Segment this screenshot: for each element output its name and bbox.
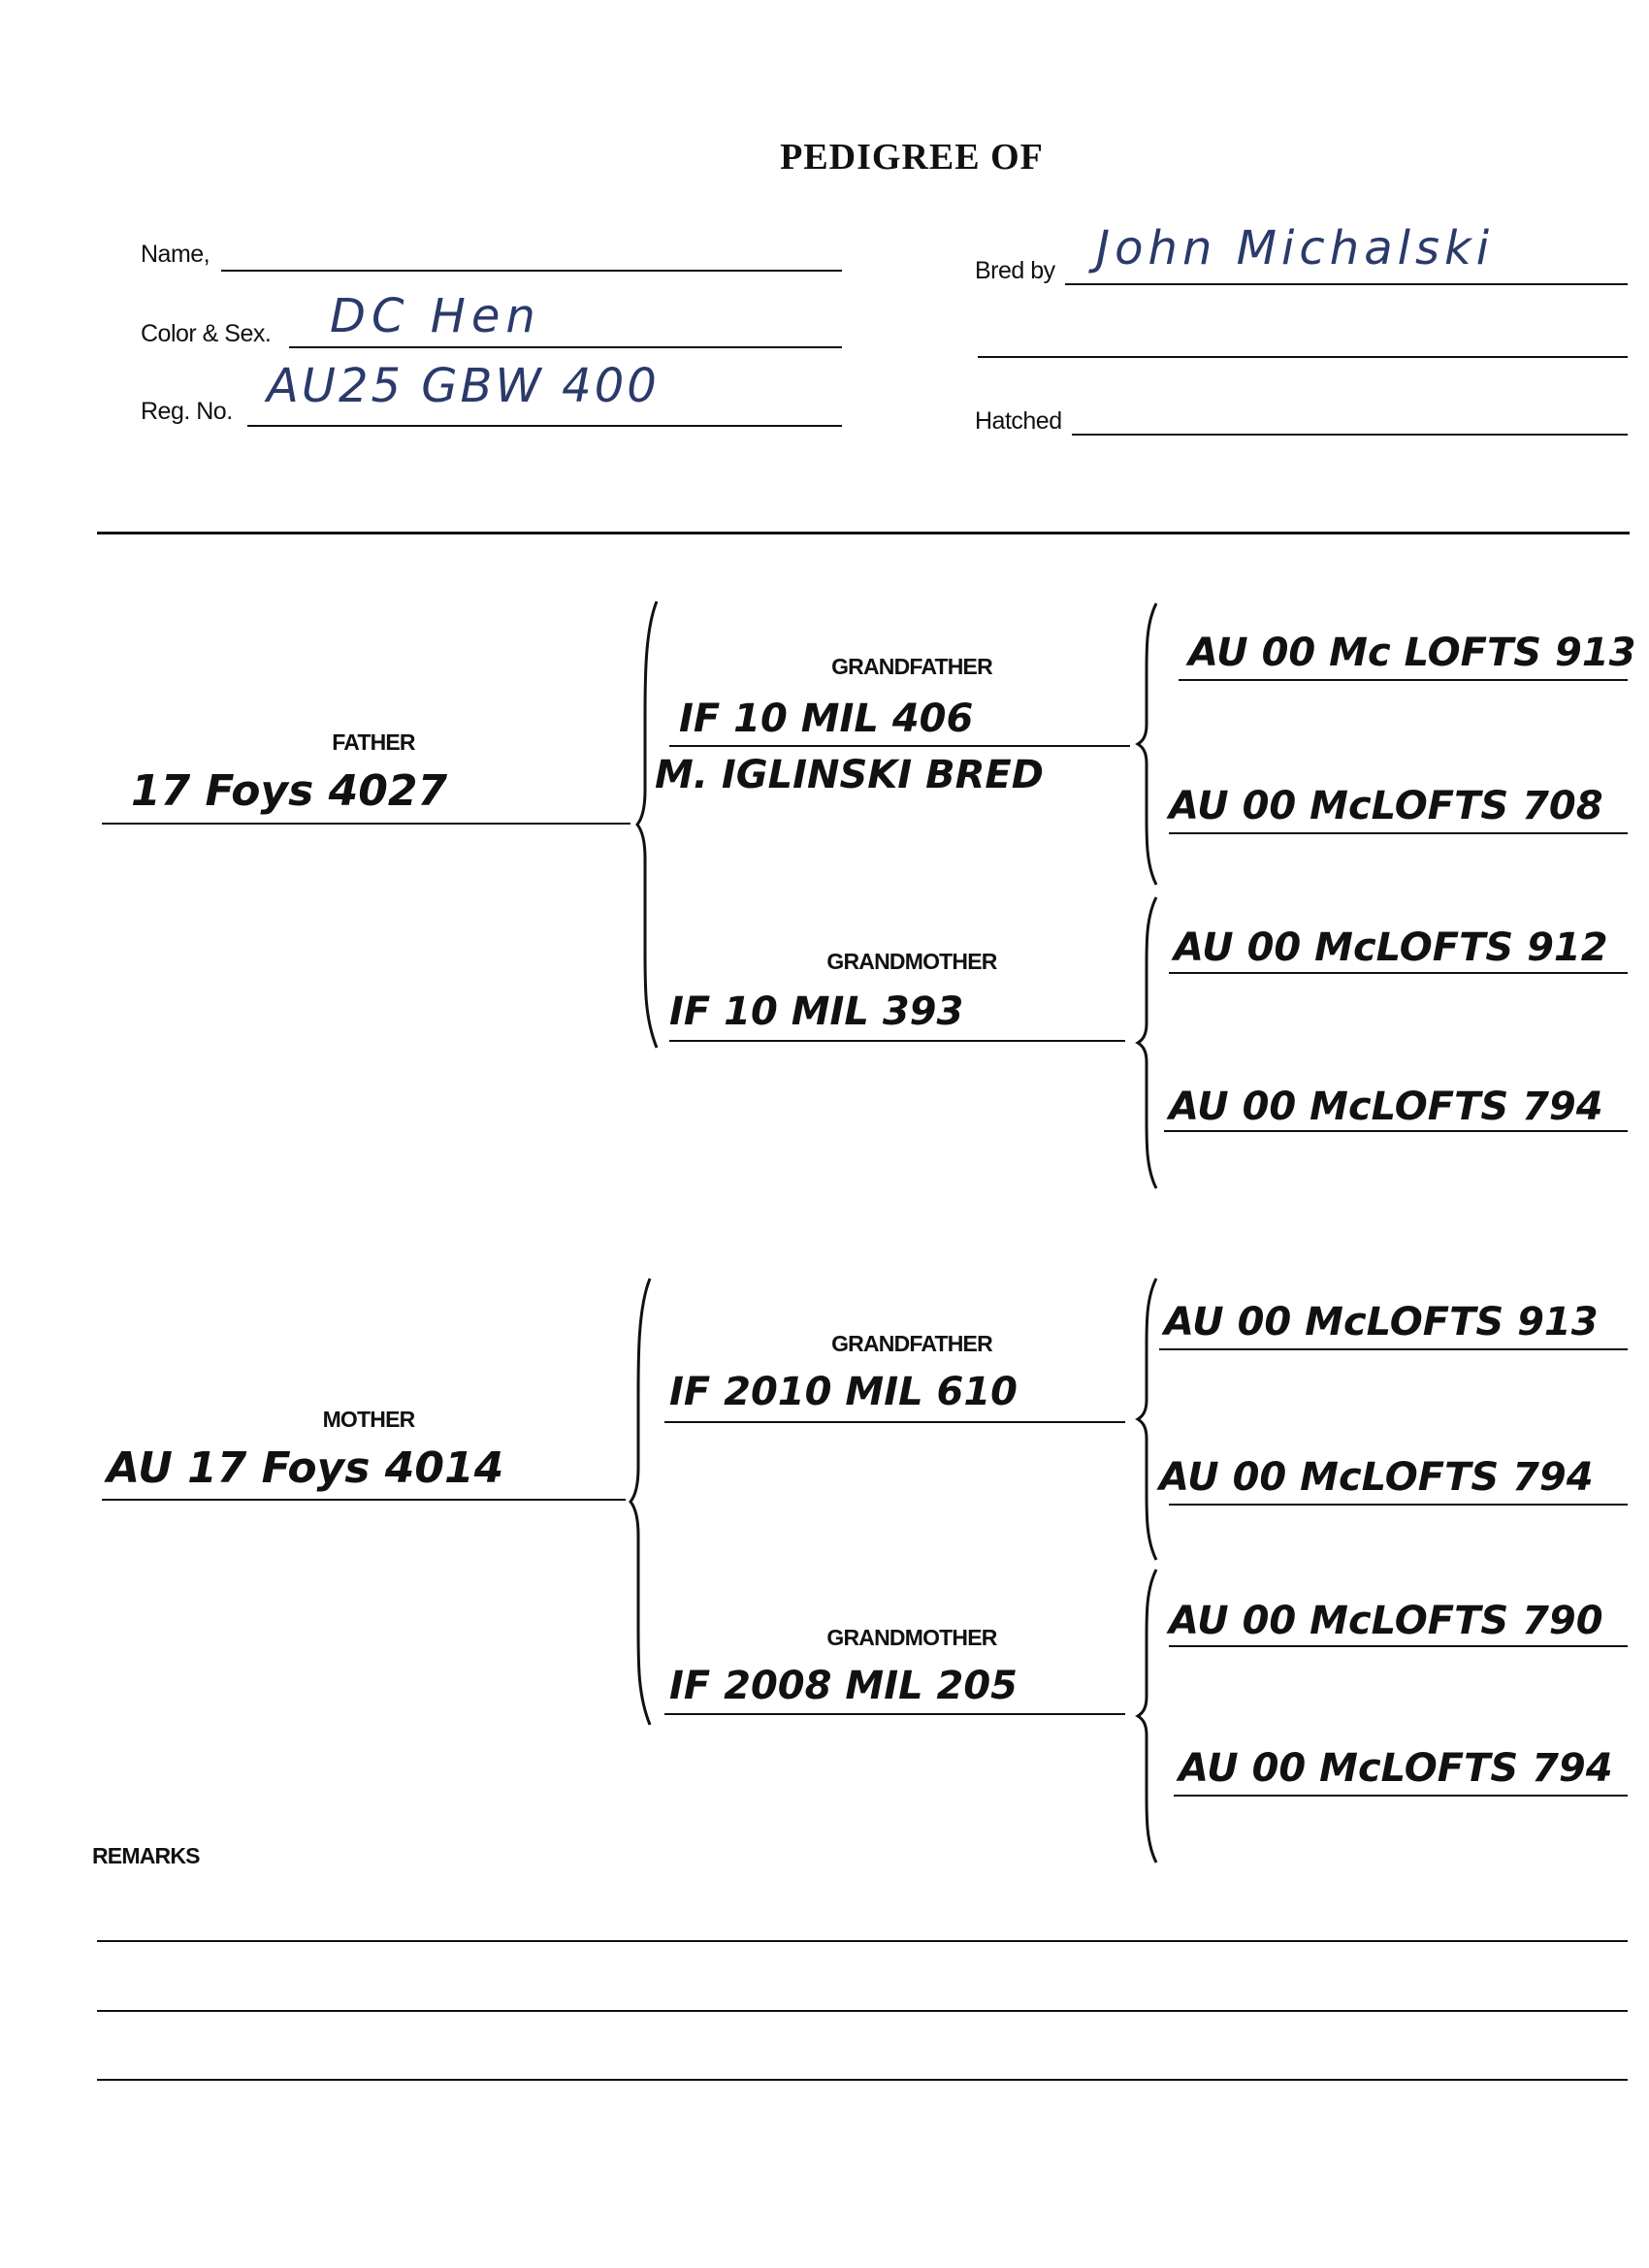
sire-grandfather-note: M. IGLINSKI BRED — [655, 753, 1044, 797]
dam-great-grandparent-2-line — [1169, 1504, 1628, 1506]
dam-grandmother-bracket — [1135, 1569, 1158, 1863]
color-sex-line — [289, 346, 842, 348]
document-title: PEDIGREE OF — [780, 137, 1044, 178]
sire-grandmother-label: GRANDMOTHER — [826, 949, 997, 974]
sire-great-grandparent-3: AU 00 McLOFTS 912 — [1174, 925, 1608, 970]
color-sex-label: Color & Sex. — [141, 320, 272, 347]
dam-great-grandparent-4: AU 00 McLOFTS 794 — [1179, 1746, 1613, 1791]
hatched-line — [1072, 434, 1628, 436]
bred-by-label: Bred by — [975, 257, 1055, 284]
dam-great-grandparent-1: AU 00 McLOFTS 913 — [1164, 1300, 1599, 1345]
dam-great-grandparent-4-line — [1174, 1795, 1628, 1797]
sire-grandmother-bracket — [1135, 896, 1158, 1189]
dam-grandmother-value: IF 2008 MIL 205 — [669, 1664, 1018, 1708]
header-divider — [97, 532, 1630, 535]
color-sex-value: DC Hen — [330, 289, 541, 343]
mother-bracket — [629, 1278, 652, 1726]
remarks-label: REMARKS — [92, 1843, 200, 1868]
sire-great-grandparent-2: AU 00 McLOFTS 708 — [1169, 784, 1603, 828]
mother-line — [102, 1499, 626, 1501]
dam-grandfather-value: IF 2010 MIL 610 — [669, 1370, 1018, 1414]
dam-great-grandparent-3-line — [1169, 1645, 1628, 1647]
name-line — [221, 270, 842, 272]
dam-grandfather-line — [664, 1421, 1125, 1423]
father-label: FATHER — [332, 729, 415, 755]
reg-no-value: AU25 GBW 400 — [267, 359, 660, 413]
sire-grandfather-label: GRANDFATHER — [831, 654, 993, 679]
mother-label: MOTHER — [322, 1407, 416, 1432]
hatched-label: Hatched — [975, 407, 1062, 435]
reg-no-line — [247, 425, 842, 427]
sire-great-grandparent-2-line — [1169, 832, 1628, 834]
bred-by-line — [1065, 283, 1628, 285]
sire-great-grandparent-4: AU 00 McLOFTS 794 — [1169, 1085, 1603, 1129]
father-bracket — [635, 600, 659, 1049]
reg-no-label: Reg. No. — [141, 398, 233, 425]
sire-grandfather-bracket — [1135, 602, 1158, 886]
dam-grandfather-label: GRANDFATHER — [831, 1331, 993, 1356]
dam-great-grandparent-2: AU 00 McLOFTS 794 — [1159, 1455, 1594, 1500]
sire-great-grandparent-4-line — [1164, 1130, 1628, 1132]
sire-grandfather-line — [669, 745, 1130, 747]
bred-by-address-line — [978, 356, 1628, 358]
sire-grandmother-value: IF 10 MIL 393 — [669, 989, 964, 1034]
dam-great-grandparent-3: AU 00 McLOFTS 790 — [1169, 1599, 1603, 1643]
sire-great-grandparent-1: AU 00 Mc LOFTS 913 — [1188, 631, 1636, 675]
sire-grandfather-value: IF 10 MIL 406 — [679, 697, 974, 741]
father-value: 17 Foys 4027 — [131, 766, 448, 816]
dam-great-grandparent-1-line — [1159, 1348, 1628, 1350]
remarks-line-1 — [97, 1940, 1628, 1942]
remarks-line-2 — [97, 2010, 1628, 2012]
father-line — [102, 823, 630, 825]
remarks-line-3 — [97, 2079, 1628, 2081]
dam-grandfather-bracket — [1135, 1278, 1158, 1561]
name-label: Name, — [141, 241, 210, 268]
sire-great-grandparent-1-line — [1179, 679, 1628, 681]
mother-value: AU 17 Foys 4014 — [107, 1443, 504, 1493]
dam-grandmother-line — [664, 1713, 1125, 1715]
bred-by-value: John Michalski — [1096, 221, 1495, 275]
sire-great-grandparent-3-line — [1169, 972, 1628, 974]
dam-grandmother-label: GRANDMOTHER — [826, 1625, 997, 1650]
sire-grandmother-line — [669, 1040, 1125, 1042]
